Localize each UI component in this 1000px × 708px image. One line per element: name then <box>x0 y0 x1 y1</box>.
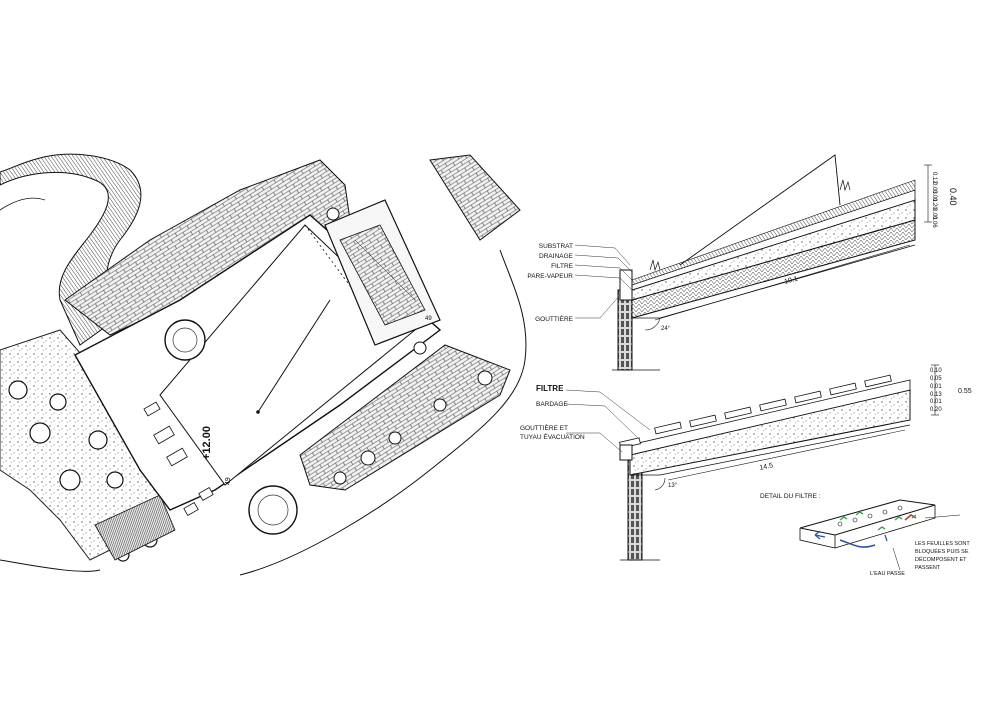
bardage-slats <box>619 374 892 449</box>
water-flow <box>814 530 888 548</box>
thickness-bottom-6: 0.20 <box>930 407 942 413</box>
label-gouttiere-top: GOUTTIÈRE <box>535 314 574 323</box>
label-gouttiere-2: TUYAU ÉVACUATION <box>520 432 585 441</box>
thickness-bottom-2: 0.05 <box>930 376 942 382</box>
thickness-top-3: 0.01 <box>931 190 937 202</box>
site-plan <box>0 153 527 576</box>
thickness-bottom-3: 0.01 <box>930 384 942 390</box>
thickness-top-6: 0.06 <box>931 216 937 228</box>
total-thickness-top: 0.40 <box>948 188 958 206</box>
label-filtre-bottom: FILTRE <box>536 384 564 393</box>
label-drainage: DRAINAGE <box>539 253 574 260</box>
level-note: 49 <box>225 477 232 485</box>
span-top: 10.1 <box>784 275 799 286</box>
deck-number: 49 <box>425 316 432 322</box>
thickness-top-5: 0.01 <box>931 208 937 220</box>
filter-leaves-4: PASSENT <box>915 565 941 571</box>
level-label: +12.00 <box>201 426 213 460</box>
thickness-bottom-5: 0.01 <box>930 399 942 405</box>
angle-top: 24° <box>661 326 671 332</box>
roof-section-lower <box>565 364 939 561</box>
step-blocks <box>143 401 214 517</box>
label-bardage: BARDAGE <box>536 401 568 408</box>
filter-leaves-3: DÉCOMPOSENT ET <box>915 556 967 563</box>
thickness-list-top: 0.12 0.03 0.01 0.20 0.01 0.06 <box>931 172 937 228</box>
gutter-upper <box>619 269 633 301</box>
filter-water: L'EAU PASSE <box>870 571 905 577</box>
wooden-deck <box>324 199 441 346</box>
label-substrat: SUBSTRAT <box>539 243 573 250</box>
thickness-list-bottom: 0.10 0.05 0.01 0.13 0.01 0.20 <box>930 368 942 413</box>
thickness-bottom-1: 0.10 <box>930 368 942 374</box>
angle-bottom: 13° <box>668 483 678 489</box>
roof-section-upper <box>574 154 932 371</box>
filter-detail-sketch <box>799 499 961 571</box>
label-pare-vapeur: PARE-VAPEUR <box>527 273 573 280</box>
filter-leaves-2: BLOQUÉES PUIS SE <box>915 548 969 555</box>
terrace-shrubs <box>164 207 493 535</box>
label-gouttiere-1: GOUTTIÈRE ET <box>520 423 568 432</box>
thickness-top-4: 0.20 <box>931 198 937 210</box>
filter-detail-title: DETAIL DU FILTRE : <box>760 493 821 500</box>
filter-leaves-1: LES FEUILLES SONT <box>915 541 970 547</box>
span-bottom: 14.5 <box>759 462 774 472</box>
gutter-lower <box>619 444 633 461</box>
stair-ramp <box>429 154 521 241</box>
thickness-top-2: 0.03 <box>931 182 937 194</box>
brick-paving-lower <box>299 344 511 491</box>
label-filtre-top: FILTRE <box>551 263 574 270</box>
site-boundary <box>239 249 527 576</box>
thickness-top-1: 0.12 <box>931 172 937 184</box>
leaf-marks <box>839 511 917 531</box>
thickness-bottom-4: 0.13 <box>930 392 942 398</box>
total-thickness-bottom: 0.55 <box>958 388 972 395</box>
